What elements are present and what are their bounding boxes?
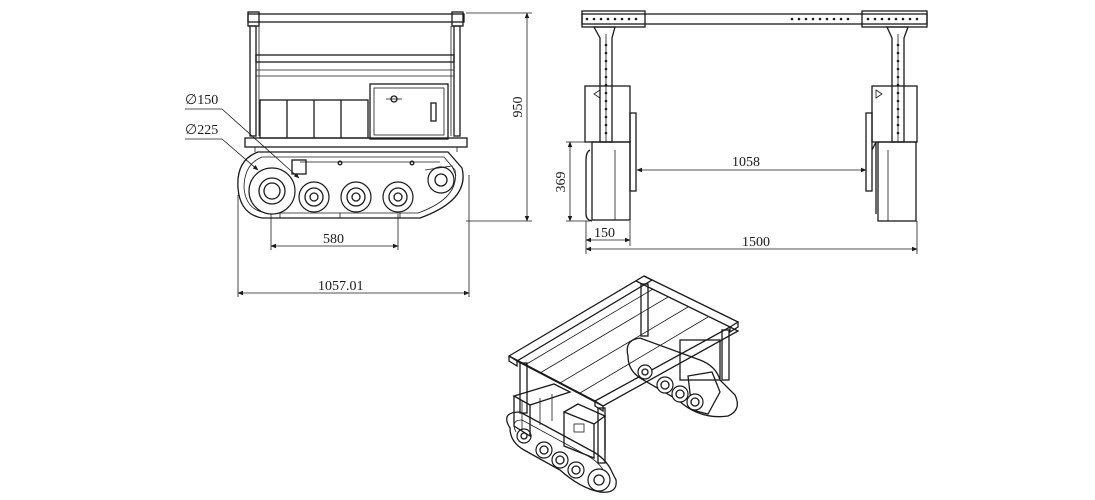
side-frame <box>247 11 465 137</box>
iso-payload <box>512 383 607 459</box>
idler-wheel <box>424 165 457 194</box>
iso-front-track <box>506 411 617 493</box>
side-view: ∅150 ∅225 580 1057.01 950 <box>185 11 532 297</box>
dim-overall-width: 1500 <box>742 235 770 250</box>
dim-overall-height: 950 <box>511 97 526 118</box>
dim-height-lines <box>466 12 532 222</box>
front-top-beam <box>581 10 928 28</box>
isometric-view <box>506 275 740 493</box>
side-track <box>237 151 464 219</box>
front-right-post <box>885 26 909 143</box>
iso-rear-track <box>626 337 738 418</box>
road-wheels <box>298 181 414 213</box>
dim-length-lines <box>237 175 470 297</box>
dim-clearance-lines <box>566 141 600 222</box>
battery-pack <box>259 99 369 139</box>
front-left-post <box>592 26 616 143</box>
dim-inner-gap: 1058 <box>732 155 760 170</box>
drive-wheel <box>248 167 296 215</box>
dim-wheel-small: ∅150 <box>185 93 218 108</box>
front-left-track <box>584 85 637 222</box>
chassis <box>244 137 468 152</box>
dim-wheelbase: 580 <box>323 232 344 247</box>
dim-wheel-large: ∅225 <box>185 123 218 138</box>
control-box <box>369 83 449 140</box>
dim-track-width: 150 <box>594 226 615 241</box>
diameter-leaders <box>185 108 300 179</box>
iso-top-frame <box>507 275 740 413</box>
dim-overall-width-lines <box>585 221 918 254</box>
front-view: 369 1058 150 1500 <box>554 10 928 254</box>
dim-wheelbase-lines <box>270 214 399 250</box>
front-right-track <box>865 85 918 222</box>
dim-clearance: 369 <box>554 172 569 193</box>
dim-overall-length: 1057.01 <box>318 279 364 294</box>
